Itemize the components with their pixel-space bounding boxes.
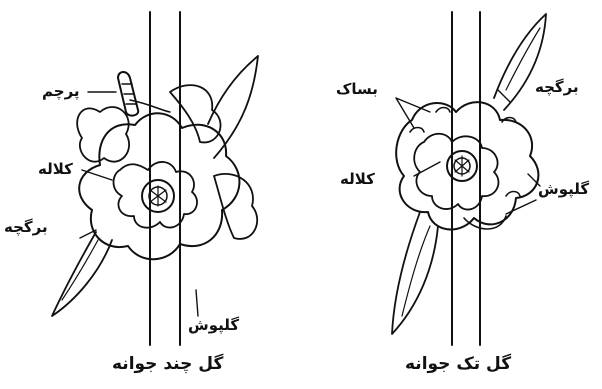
left-bract-shape [52,232,112,316]
left-side-bud-shape [214,174,257,239]
right-label-calyx: گلپوش [538,182,589,197]
left-leaf-shape [208,56,258,158]
left-label-bract: برگچه [4,220,48,235]
left-label-anther: پرچم [42,84,80,99]
left-upper-bud-shape [77,107,129,162]
right-lower-leaf-shape [392,212,438,334]
left-caption: گل چند جوانه [112,356,223,373]
right-caption: گل تک جوانه [405,356,511,373]
left-calyx-shape [79,113,239,259]
left-flower-illustration [52,12,258,345]
left-label-stigma: کلاله [38,162,73,177]
left-inner-lobes-shape [114,162,198,228]
right-flower-illustration [392,12,546,345]
right-label-stigma: کلاله [340,172,375,187]
left-anther-shape [118,72,170,116]
left-label-calyx: گلپوش [188,318,239,333]
right-label-stamen: بساک [336,82,378,97]
right-label-bract: برگچه [535,80,579,95]
